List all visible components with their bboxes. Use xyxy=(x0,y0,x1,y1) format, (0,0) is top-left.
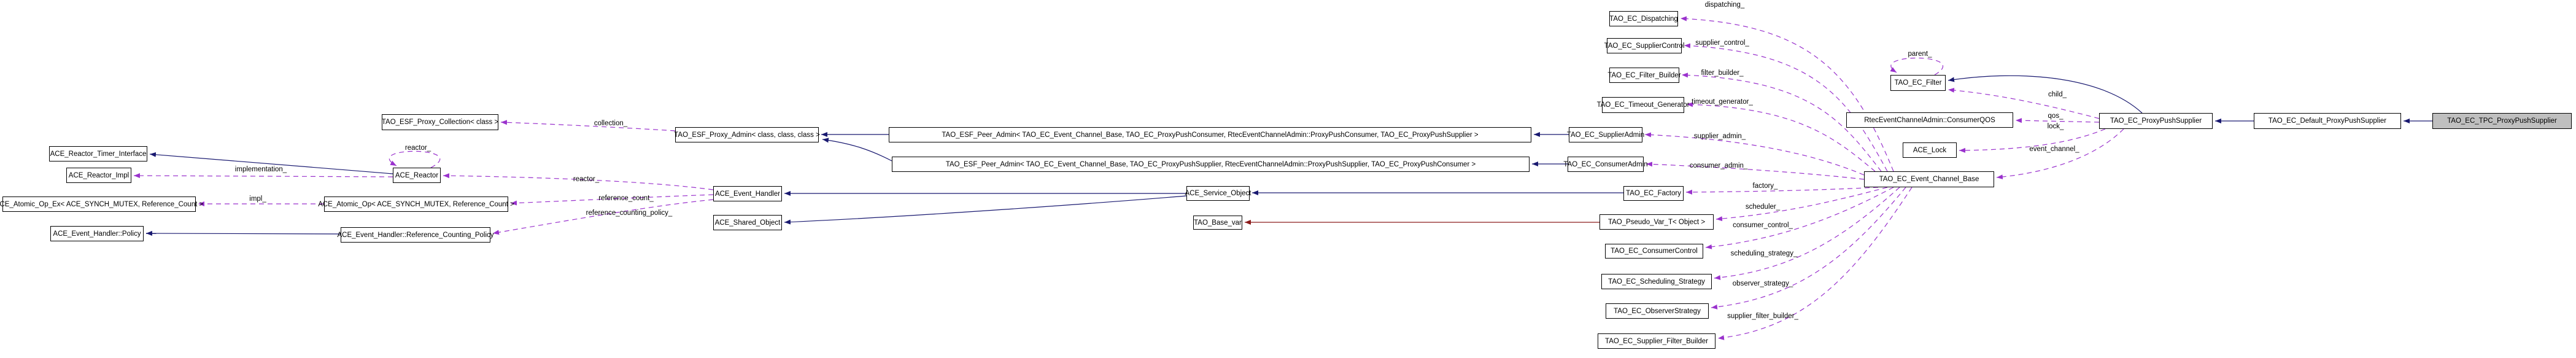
edge-child xyxy=(1947,87,2100,119)
class-node-ace-eh-reference-counting-policy[interactable]: ACE_Event_Handler::Reference_Counting_Po… xyxy=(337,227,494,243)
edge-parent-self xyxy=(1890,57,1944,76)
edge-timeout-generator xyxy=(1686,102,1876,172)
class-node-tao-ec-supplier-filter-builder[interactable]: TAO_EC_Supplier_Filter_Builder xyxy=(1598,333,1715,349)
edge-event-channel xyxy=(1996,128,2124,180)
edge-consumer-control xyxy=(1705,187,1894,249)
class-node-tao-ec-proxypushsupplier[interactable]: TAO_EC_ProxyPushSupplier xyxy=(2099,113,2213,129)
edge-scheduling-strategy xyxy=(1714,187,1900,280)
edge-label-collection: collection_ xyxy=(594,120,628,127)
class-node-tao-ec-consumeradmin[interactable]: TAO_EC_ConsumerAdmin xyxy=(1563,157,1648,172)
edge-scheduler xyxy=(1715,187,1888,222)
edge-label-event-channel: event_channel_ xyxy=(2029,146,2079,153)
edge-label-reactor: reactor_ xyxy=(573,176,600,183)
edge-dispatching xyxy=(1680,16,1894,172)
edge-reactor xyxy=(443,173,714,190)
class-node-tao-esf-proxy-admin[interactable]: TAO_ESF_Proxy_Admin< class, class, class… xyxy=(674,127,820,142)
class-node-tao-ec-filter-builder[interactable]: TAO_EC_Filter_Builder xyxy=(1607,68,1681,83)
edge-peeradmin-supplier-inherits-proxyadmin xyxy=(822,138,892,161)
edge-label-scheduling-strategy: scheduling_strategy_ xyxy=(1730,250,1798,257)
class-node-tao-ec-observerstrategy[interactable]: TAO_EC_ObserverStrategy xyxy=(1606,303,1709,319)
class-node-tao-ec-factory[interactable]: TAO_EC_Factory xyxy=(1623,186,1684,201)
class-node-tao-esf-peer-admin-supplier[interactable]: TAO_ESF_Peer_Admin< TAO_EC_Event_Channel… xyxy=(892,157,1530,172)
edge-reactor-self xyxy=(389,150,441,168)
class-node-ace-reactor[interactable]: ACE_Reactor xyxy=(393,168,441,183)
edge-proxypushsupplier-inherits-filter xyxy=(1947,75,2143,114)
class-node-ace-reactor-timer-interface[interactable]: ACE_Reactor_Timer_Interface xyxy=(49,146,147,161)
class-node-tao-esf-peer-admin-consumer[interactable]: TAO_ESF_Peer_Admin< TAO_EC_Event_Channel… xyxy=(889,127,1531,142)
edge-label-reference-counting-policy: reference_counting_policy_ xyxy=(586,209,673,217)
edge-consumer-admin xyxy=(1646,161,1865,180)
class-node-tao-ec-consumercontrol[interactable]: TAO_EC_ConsumerControl xyxy=(1605,244,1703,259)
edge-reference-count xyxy=(510,194,714,206)
edge-implementation xyxy=(133,173,393,179)
edge-observer-strategy xyxy=(1711,187,1906,309)
class-node-ace-atomic-op[interactable]: ACE_Atomic_Op< ACE_SYNCH_MUTEX, Referenc… xyxy=(318,197,514,212)
class-node-tao-ec-scheduling-strategy[interactable]: TAO_EC_Scheduling_Strategy xyxy=(1601,274,1712,289)
edge-label-supplier-control: supplier_control_ xyxy=(1695,39,1749,47)
edge-reference-counting-policy xyxy=(492,199,714,235)
edge-label-observer-strategy: observer_strategy_ xyxy=(1732,280,1793,287)
edge-collection xyxy=(500,120,676,131)
edge-label-impl: impl_ xyxy=(249,195,266,203)
class-node-tao-esf-proxy-collection[interactable]: TAO_ESF_Proxy_Collection< class > xyxy=(382,114,498,130)
edge-label-timeout-generator: timeout_generator_ xyxy=(1692,98,1753,106)
class-node-tao-ec-suppliercontrol[interactable]: TAO_EC_SupplierControl xyxy=(1604,38,1684,53)
class-node-tao-base-var[interactable]: TAO_Base_var xyxy=(1193,216,1242,230)
class-node-ace-service-object[interactable]: ACE_Service_Object xyxy=(1185,186,1251,201)
edge-label-filter-builder: filter_builder_ xyxy=(1701,69,1744,77)
edge-label-child: child_ xyxy=(2048,91,2067,98)
edge-factory xyxy=(1685,187,1879,195)
edge-refcountpolicy-inherits-policy xyxy=(145,231,341,236)
class-node-ace-reactor-impl[interactable]: ACE_Reactor_Impl xyxy=(66,168,131,183)
edge-label-supplier-admin: supplier_admin_ xyxy=(1693,133,1746,140)
class-node-tao-ec-supplieradmin[interactable]: TAO_EC_SupplierAdmin xyxy=(1567,127,1644,142)
edge-label-scheduler: scheduler_ xyxy=(1745,203,1781,211)
edge-label-supplier-filter-builder: supplier_filter_builder_ xyxy=(1727,313,1798,320)
class-node-ace-event-handler-policy[interactable]: ACE_Event_Handler::Policy xyxy=(50,226,144,241)
class-node-tao-ec-tpc-proxypushsupplier: TAO_EC_TPC_ProxyPushSupplier xyxy=(2432,113,2572,129)
edge-label-reference-count: reference_count_ xyxy=(598,195,654,202)
class-node-ace-atomic-op-ex[interactable]: ACE_Atomic_Op_Ex< ACE_SYNCH_MUTEX, Refer… xyxy=(0,197,203,212)
class-node-rtec-consumerqos[interactable]: RtecEventChannelAdmin::ConsumerQOS xyxy=(1846,112,2013,128)
edge-label-dispatching: dispatching_ xyxy=(1704,1,1745,9)
edge-label-reactor-self: reactor_ xyxy=(404,144,431,152)
class-node-tao-ec-event-channel-base[interactable]: TAO_EC_Event_Channel_Base xyxy=(1864,171,1994,187)
edge-qos xyxy=(2015,118,2100,123)
edge-supplier-admin xyxy=(1644,132,1865,176)
class-node-tao-ec-default-proxypushsupplier[interactable]: TAO_EC_Default_ProxyPushSupplier xyxy=(2254,113,2401,129)
class-node-tao-ec-timeout-generator[interactable]: TAO_EC_Timeout_Generator xyxy=(1597,97,1689,113)
edge-reactor-inherits-timer-interface xyxy=(149,152,393,174)
class-node-ace-event-handler[interactable]: ACE_Event_Handler xyxy=(713,186,782,201)
edge-label-parent-self: parent_ xyxy=(1908,50,1932,58)
class-node-tao-pseudo-var-t[interactable]: TAO_Pseudo_Var_T< Object > xyxy=(1599,214,1714,230)
class-node-ace-shared-object[interactable]: ACE_Shared_Object xyxy=(713,215,782,230)
edge-label-consumer-control: consumer_control_ xyxy=(1733,222,1793,229)
edge-label-consumer-admin: consumer_admin_ xyxy=(1689,162,1748,169)
edge-label-qos: qos_ xyxy=(2048,112,2064,120)
edge-label-lock: lock_ xyxy=(2047,123,2064,130)
class-node-tao-ec-filter[interactable]: TAO_EC_Filter xyxy=(1890,75,1946,91)
edge-label-implementation: implementation_ xyxy=(234,166,287,173)
edge-serviceobject-inherits-sharedobject xyxy=(784,195,1187,225)
edge-supplier-control xyxy=(1684,43,1888,172)
class-node-tao-ec-dispatching[interactable]: TAO_EC_Dispatching xyxy=(1609,11,1678,26)
edge-label-factory: factory_ xyxy=(1752,182,1778,190)
class-node-ace-lock[interactable]: ACE_Lock xyxy=(1903,142,1957,158)
